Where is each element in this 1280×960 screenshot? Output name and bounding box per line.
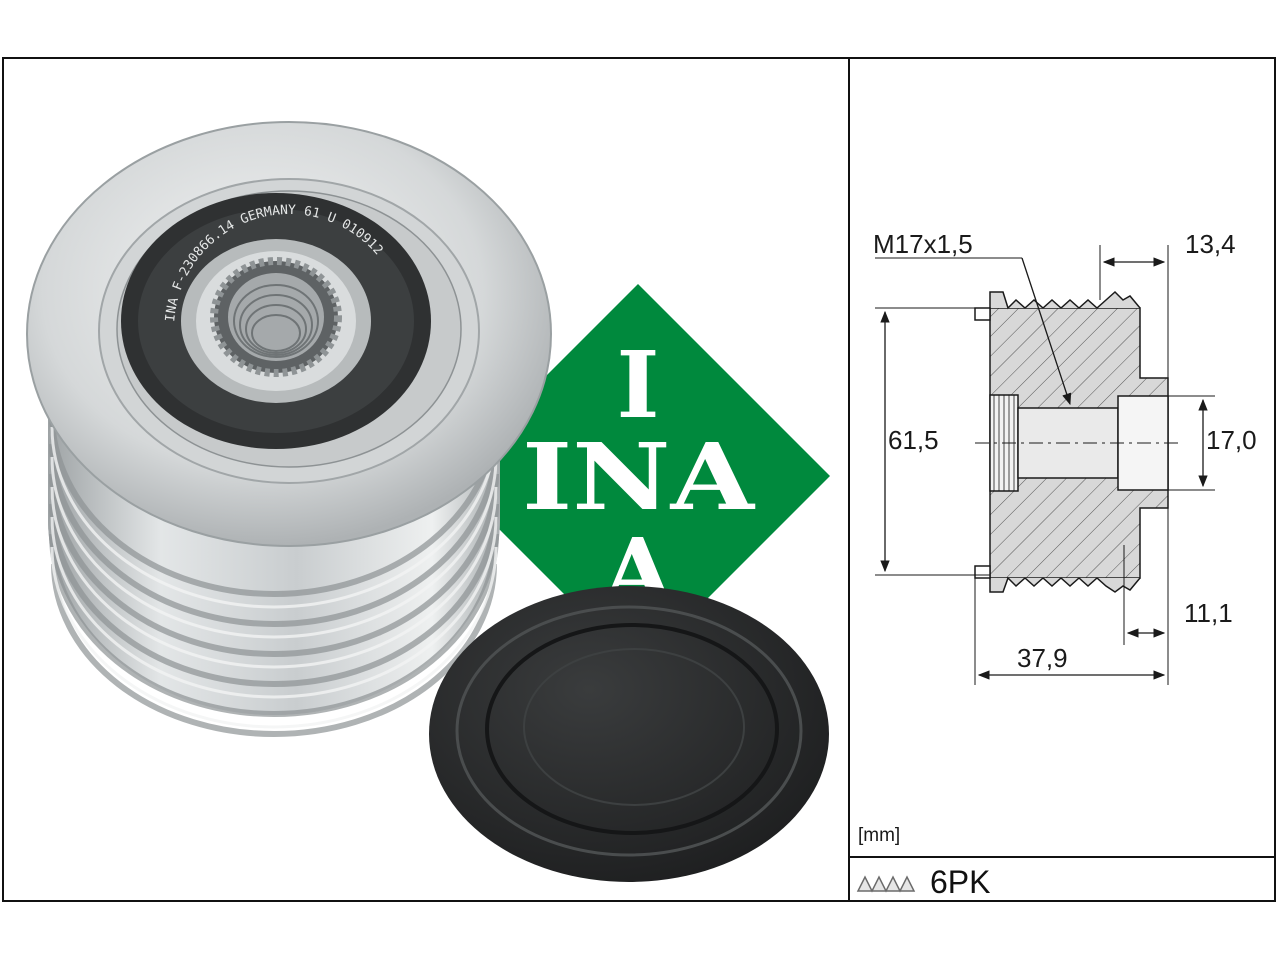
dimension-total-width: 37,9 (1017, 643, 1068, 673)
product-frame (2, 57, 1276, 902)
dimension-bore-diameter: 17,0 (1206, 425, 1257, 455)
dimension-outer-diameter: 61,5 (888, 425, 939, 455)
pulley-cross-section (974, 290, 1180, 593)
belt-profile: 6PK (856, 860, 990, 904)
dimension-hub-offset: 11,1 (1184, 598, 1233, 628)
unit-label: [mm] (858, 825, 901, 846)
logo-text: INA (522, 423, 756, 531)
pulley-image: INA F-230866.14 GERMANY 61 U 010912 (26, 121, 552, 737)
product-photo: I INA A (26, 121, 830, 882)
dimension-right-offset: 13,4 (1185, 229, 1236, 259)
frame-divider-vertical (848, 57, 850, 902)
technical-drawing (875, 245, 1215, 685)
belt-profile-label: 6PK (930, 863, 991, 900)
logo-letter-i: I (616, 331, 659, 439)
dimension-lines (875, 245, 1215, 685)
dimension-thread: M17x1,5 (873, 229, 973, 259)
frame-divider-horizontal (850, 856, 1276, 858)
v-ribbed-belt-icon (856, 875, 916, 893)
dust-cap-image (429, 586, 829, 882)
